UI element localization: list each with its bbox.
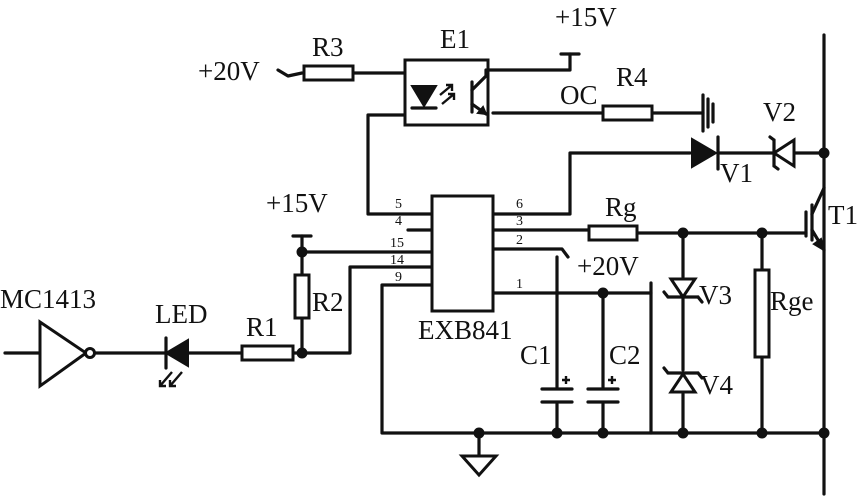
- pin-number: 6: [516, 197, 523, 212]
- resistor-r3: [302, 64, 355, 82]
- pin2-to-plus20v-wire: [491, 247, 570, 259]
- opto-led-icon: [410, 85, 438, 108]
- label-c2: C2: [609, 340, 641, 370]
- ic-body: [430, 194, 495, 313]
- junction-dot: [597, 427, 609, 439]
- junction-dot: [818, 427, 830, 439]
- igbt-collector: [810, 186, 826, 216]
- opto-collector: [470, 68, 488, 92]
- buffer-triangle-icon: [38, 319, 89, 389]
- opto-light-arrow-icon: [441, 92, 456, 105]
- resistor-r1: [240, 344, 295, 362]
- inverter-bubble-icon: [84, 347, 96, 359]
- zener-v4-icon: [668, 371, 698, 394]
- pin6-to-v1-wire: [491, 151, 692, 216]
- junction-dot: [677, 427, 689, 439]
- diode-v1: [691, 135, 720, 171]
- junction-dot: [551, 427, 563, 439]
- resistor-r4: [601, 104, 654, 122]
- zener-v2-bar: [768, 135, 780, 171]
- junction-dot: [756, 427, 768, 439]
- label-v3: V3: [699, 280, 732, 310]
- opto-emitter-arrow-icon: [476, 105, 488, 116]
- pin-number: 14: [390, 253, 404, 268]
- capacitor-c1-plates: [540, 387, 574, 404]
- resistor-rge: [753, 268, 771, 359]
- resistor-rg: [587, 224, 639, 242]
- led-light-arrow-icon: [158, 371, 173, 388]
- pin-number: 15: [390, 236, 404, 251]
- pin-number: 4: [395, 214, 402, 229]
- zener-v3-icon: [668, 277, 698, 300]
- pin-numbers: 5 4 15 14 9 6 3 2 1: [390, 197, 523, 292]
- pin9-ground-wire: [380, 281, 653, 435]
- shield-ground-icon: [701, 93, 715, 133]
- label-r2: R2: [312, 287, 344, 317]
- label-t1: T1: [828, 200, 858, 230]
- label-mc1413: MC1413: [0, 284, 96, 314]
- led-indicator: [158, 336, 189, 388]
- label-c1: C1: [520, 340, 552, 370]
- label-led: LED: [155, 299, 207, 329]
- junction-dot: [597, 287, 609, 299]
- label-v1: V1: [720, 158, 753, 188]
- junction-dot: [296, 347, 308, 359]
- junctions: [296, 147, 830, 439]
- pin-number: 1: [516, 277, 523, 292]
- labels: +15V R3 E1 +20V R4 OC V2 V1 +15V Rg T1 +…: [0, 2, 858, 400]
- plus-icon: [562, 376, 570, 384]
- zener-v4-bar: [662, 366, 704, 380]
- resistor-r2: [293, 273, 311, 320]
- igbt-t1: [804, 186, 826, 253]
- label-r4: R4: [616, 62, 648, 92]
- buffer-mc1413: [38, 319, 96, 389]
- capacitor-c1: [540, 376, 574, 404]
- label-plus15v-top: +15V: [555, 2, 617, 32]
- e1-to-pin5-wire: [366, 113, 434, 216]
- opto-light-arrow-icon: [439, 83, 454, 96]
- label-oc: OC: [560, 80, 598, 110]
- label-r3: R3: [312, 32, 344, 62]
- plus-icon: [608, 376, 616, 384]
- zener-v2: [768, 135, 796, 171]
- optocoupler-e1: [403, 58, 490, 127]
- label-rge: Rge: [770, 286, 814, 316]
- pin-number: 3: [516, 214, 523, 229]
- label-v4: V4: [700, 370, 733, 400]
- led-light-arrow-icon: [168, 371, 183, 388]
- ic-exb841: [430, 194, 495, 313]
- ground-icon: [458, 454, 500, 478]
- zener-v2-icon: [771, 137, 796, 169]
- junction-dot: [473, 427, 485, 439]
- junction-dot: [296, 246, 308, 258]
- junction-dot: [677, 227, 689, 239]
- capacitor-c2-plates: [586, 387, 620, 404]
- zener-v3: [662, 277, 704, 304]
- label-r1: R1: [246, 312, 278, 342]
- pin14-wire: [291, 265, 434, 355]
- label-rg: Rg: [605, 192, 637, 222]
- label-plus15v-left: +15V: [266, 188, 328, 218]
- pin-number: 2: [516, 233, 523, 248]
- junction-dot: [818, 147, 830, 159]
- label-plus20v-left: +20V: [198, 56, 260, 86]
- led-diode-icon: [164, 338, 189, 368]
- zener-v3-bar: [662, 290, 704, 304]
- wires: [3, 33, 826, 496]
- pin-number: 5: [395, 197, 402, 212]
- zener-v4: [662, 366, 704, 394]
- capacitor-c2: [586, 376, 620, 404]
- igbt-emitter-arrow-icon: [812, 237, 826, 253]
- junction-dot: [756, 227, 768, 239]
- label-plus20v-right: +20V: [577, 251, 639, 281]
- pin-number: 9: [395, 270, 402, 285]
- label-e1: E1: [440, 24, 470, 54]
- e1-to-15v-wire: [486, 52, 572, 72]
- label-v2: V2: [763, 97, 796, 127]
- plus20v-left-lead: [276, 68, 304, 78]
- diode-v1-icon: [691, 137, 718, 169]
- label-exb841: EXB841: [418, 315, 513, 345]
